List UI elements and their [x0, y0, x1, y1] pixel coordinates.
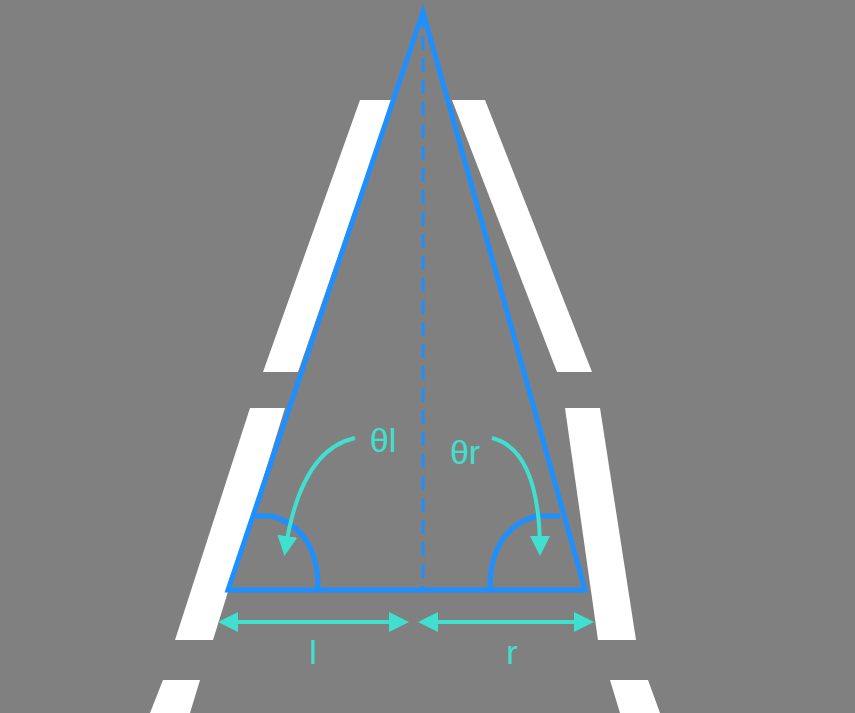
- triangle: [228, 12, 585, 590]
- angle-label: θl: [370, 423, 396, 457]
- length-label: l: [309, 635, 317, 669]
- angle-label: θr: [450, 435, 480, 469]
- lane-markings: [150, 100, 660, 713]
- length-label: r: [506, 635, 517, 669]
- leader-arrows: [222, 438, 590, 622]
